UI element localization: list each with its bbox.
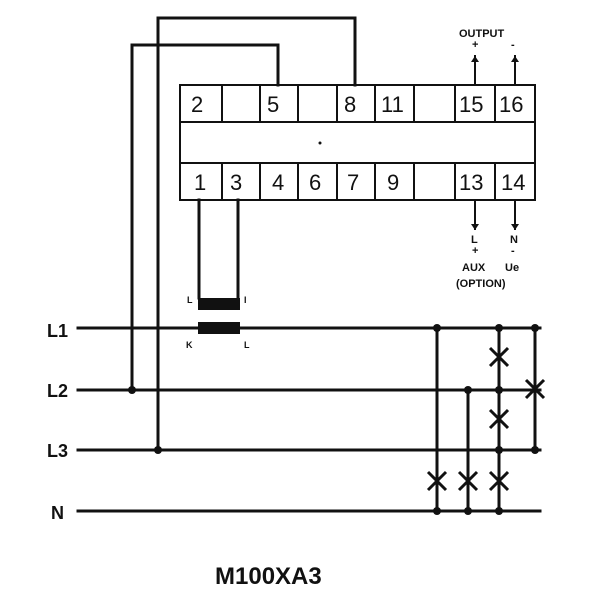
aux-minus: - [511, 245, 515, 257]
load-network [426, 324, 546, 515]
terminal-7: 7 [347, 170, 359, 195]
wire-terminal-5-L2 [130, 43, 280, 392]
output-minus: - [511, 39, 515, 51]
terminal-16: 16 [499, 92, 523, 117]
terminal-block [179, 84, 536, 201]
line-label-L2: L2 [47, 381, 68, 401]
line-label-L3: L3 [47, 441, 68, 461]
terminal-14: 14 [501, 170, 525, 195]
terminal-6: 6 [309, 170, 321, 195]
terminal-3: 3 [230, 170, 242, 195]
aux-l: L [471, 234, 478, 246]
output-label: OUTPUT [459, 28, 505, 40]
aux-n: N [510, 234, 518, 246]
aux-plus: + [472, 245, 478, 257]
ct-label-top-right: I [244, 295, 247, 305]
terminal-11: 11 [381, 92, 404, 117]
terminal-9: 9 [387, 170, 399, 195]
ue-label: Ue [505, 262, 519, 274]
current-transformer: L I K L [186, 295, 250, 350]
ct-label-bottom-right: L [244, 340, 250, 350]
terminal-2: 2 [191, 92, 203, 117]
output-plus: + [472, 39, 478, 51]
terminal-4: 4 [272, 170, 284, 195]
option-label: (OPTION) [456, 278, 506, 290]
terminal-5: 5 [267, 92, 279, 117]
wire-terminal-8-L3 [156, 16, 357, 452]
model-title: M100XA3 [215, 563, 322, 590]
aux-label: AUX [462, 262, 486, 274]
line-label-N: N [51, 503, 64, 523]
terminal-8: 8 [344, 92, 356, 117]
line-label-L1: L1 [47, 321, 68, 341]
terminal-1: 1 [194, 170, 206, 195]
terminal-15: 15 [459, 92, 483, 117]
terminal-13: 13 [459, 170, 483, 195]
ct-label-bottom-left: K [186, 340, 193, 350]
ct-label-top-left: L [187, 295, 193, 305]
